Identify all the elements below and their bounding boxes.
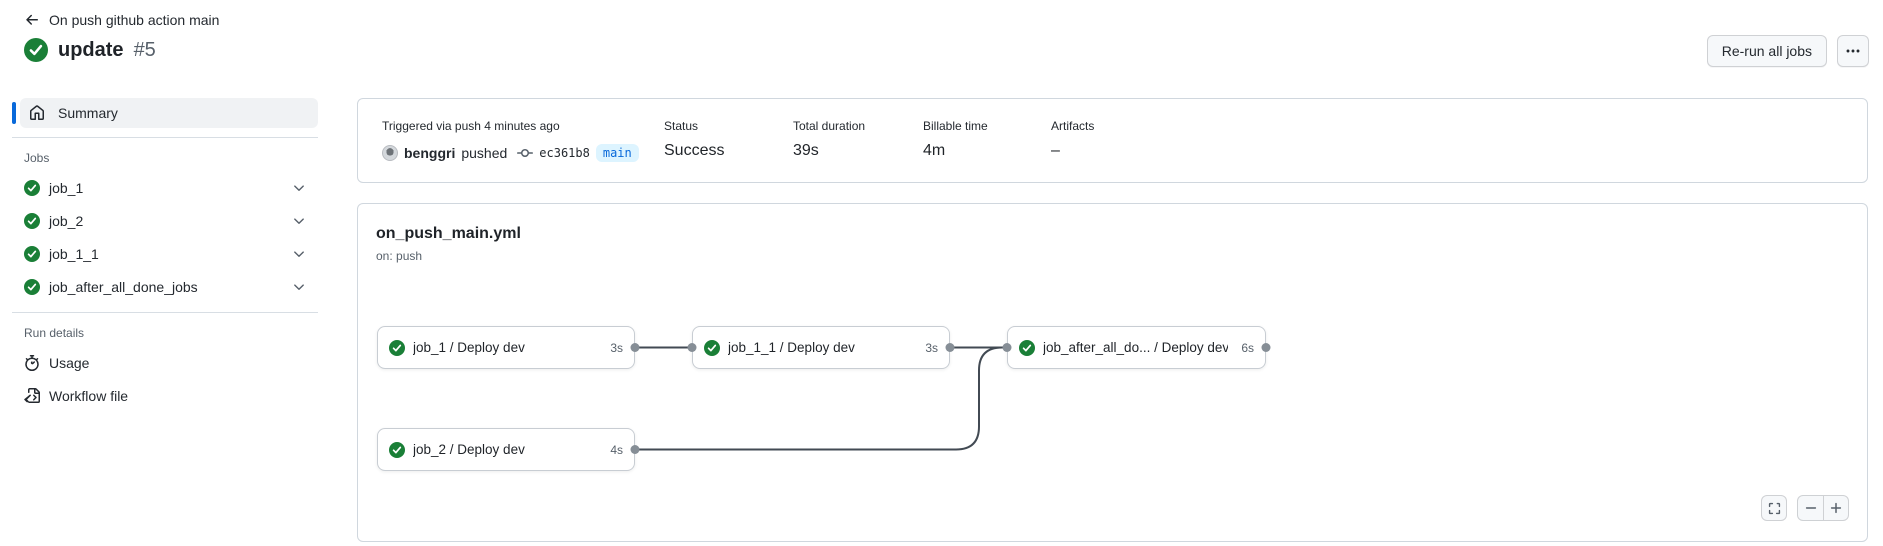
node-duration: 4s — [610, 442, 623, 457]
node-label: job_1_1 / Deploy dev — [728, 340, 855, 355]
breadcrumb[interactable]: On push github action main — [24, 12, 219, 28]
success-check-icon — [24, 179, 40, 196]
divider — [12, 312, 318, 313]
graph-node-job-1-1[interactable]: job_1_1 / Deploy dev 3s — [692, 326, 950, 369]
sidebar-item-job-1-1[interactable]: job_1_1 — [12, 237, 318, 270]
graph-node-job-after-all-done-jobs[interactable]: job_after_all_do... / Deploy dev 6s — [1007, 326, 1266, 369]
stat-total-duration: Total duration 39s — [793, 119, 865, 160]
stat-artifacts: Artifacts – — [1051, 119, 1094, 160]
node-duration: 6s — [1241, 340, 1254, 355]
chevron-down-icon[interactable] — [292, 214, 306, 228]
node-duration: 3s — [610, 340, 623, 355]
git-commit-icon — [517, 145, 534, 161]
stat-value: Success — [664, 142, 725, 159]
zoom-out-button[interactable] — [1797, 495, 1823, 521]
fullscreen-button[interactable] — [1761, 495, 1787, 521]
sidebar: Summary Jobs job_1 job_2 job_1_1 job_aft… — [12, 98, 318, 412]
success-check-icon — [1019, 339, 1035, 356]
chevron-down-icon[interactable] — [292, 181, 306, 195]
workflow-edges — [630, 343, 1271, 454]
stat-label: Total duration — [793, 119, 866, 133]
stat-status: Status Success — [664, 119, 724, 160]
jobs-section-header: Jobs — [24, 151, 50, 165]
commit-sha-link[interactable]: ec361b8 — [539, 146, 590, 160]
node-duration: 3s — [925, 340, 938, 355]
actor-name[interactable]: benggri — [404, 145, 456, 161]
actor-line: benggri pushed ec361b8 main — [382, 144, 639, 162]
success-check-icon — [24, 245, 40, 262]
stopwatch-icon — [24, 354, 40, 371]
zoom-controls — [1797, 495, 1849, 521]
stat-value: 4m — [923, 142, 946, 159]
avatar[interactable] — [382, 145, 398, 161]
success-check-icon — [704, 339, 720, 356]
run-number: #5 — [133, 38, 156, 61]
back-arrow-icon[interactable] — [24, 12, 40, 28]
sidebar-item-workflow-file[interactable]: Workflow file — [12, 379, 318, 412]
node-label: job_2 / Deploy dev — [413, 442, 525, 457]
graph-node-job-1[interactable]: job_1 / Deploy dev 3s — [377, 326, 635, 369]
plus-icon — [1830, 502, 1842, 514]
workflow-graph-card: on_push_main.yml on: push job_1 / Deploy… — [357, 203, 1868, 542]
chevron-down-icon[interactable] — [292, 280, 306, 294]
sidebar-item-usage[interactable]: Usage — [12, 346, 318, 379]
sidebar-item-job-1[interactable]: job_1 — [12, 171, 318, 204]
run-details-section-header: Run details — [24, 326, 85, 340]
selected-accent-bar — [12, 102, 16, 124]
breadcrumb-label[interactable]: On push github action main — [49, 12, 220, 28]
node-label: job_1 / Deploy dev — [413, 340, 525, 355]
minus-icon — [1805, 507, 1816, 509]
header-actions: Re-run all jobs — [1706, 35, 1869, 67]
job-label: job_1 — [49, 179, 84, 196]
graph-node-job-2[interactable]: job_2 / Deploy dev 4s — [377, 428, 635, 471]
run-summary-card: Triggered via push 4 minutes ago benggri… — [357, 98, 1868, 183]
run-title: update #5 — [24, 38, 156, 62]
node-label: job_after_all_do... / Deploy dev — [1043, 340, 1229, 355]
chevron-down-icon[interactable] — [292, 247, 306, 261]
branch-badge[interactable]: main — [595, 144, 639, 162]
run-detail-label: Usage — [49, 354, 90, 371]
success-check-icon — [24, 38, 48, 62]
trigger-text: Triggered via push 4 minutes ago — [382, 119, 560, 133]
stat-value: – — [1051, 142, 1060, 159]
home-icon — [29, 105, 45, 121]
stat-value: 39s — [793, 142, 819, 159]
stat-label: Billable time — [923, 119, 988, 133]
success-check-icon — [24, 212, 40, 229]
actor-action: pushed — [461, 145, 508, 161]
success-check-icon — [389, 441, 405, 458]
sidebar-item-job-after-all-done-jobs[interactable]: job_after_all_done_jobs — [12, 270, 318, 303]
stat-label: Artifacts — [1051, 119, 1095, 133]
stat-label: Status — [664, 119, 699, 133]
rerun-all-jobs-button[interactable]: Re-run all jobs — [1706, 35, 1827, 67]
sidebar-item-label: Summary — [58, 105, 118, 121]
success-check-icon — [24, 278, 40, 295]
zoom-in-button[interactable] — [1823, 495, 1849, 521]
file-code-icon — [24, 387, 40, 404]
run-detail-label: Workflow file — [49, 387, 129, 404]
divider — [12, 137, 318, 138]
sidebar-item-summary[interactable]: Summary — [12, 98, 318, 128]
workflow-title-block: on_push_main.yml on: push — [376, 225, 521, 263]
job-label: job_2 — [49, 212, 84, 229]
job-label: job_after_all_done_jobs — [49, 278, 198, 295]
success-check-icon — [389, 339, 405, 356]
page-title: update — [58, 38, 124, 61]
workflow-file-name: on_push_main.yml — [376, 225, 521, 242]
kebab-icon — [1846, 49, 1860, 53]
workflow-trigger: on: push — [376, 249, 423, 263]
job-label: job_1_1 — [49, 245, 99, 262]
trigger-info: Triggered via push 4 minutes ago benggri… — [382, 119, 639, 162]
stat-billable-time: Billable time 4m — [923, 119, 988, 160]
sidebar-item-job-2[interactable]: job_2 — [12, 204, 318, 237]
more-options-button[interactable] — [1837, 35, 1869, 67]
fullscreen-icon — [1768, 502, 1780, 514]
